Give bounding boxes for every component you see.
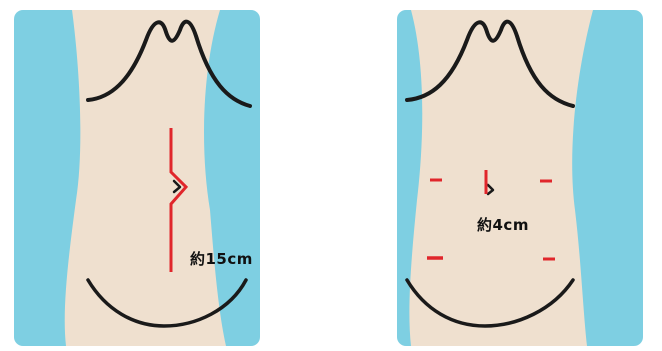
torso-skin [409, 10, 593, 346]
open-surgery-figure [14, 10, 260, 346]
incision-length-label: 約4cm [477, 214, 529, 235]
laparoscopic-panel: 約4cm [397, 10, 643, 346]
open-surgery-panel: 約15cm [14, 10, 260, 346]
torso-skin [65, 10, 226, 346]
laparoscopic-figure [397, 10, 643, 346]
incision-length-label: 約15cm [190, 248, 253, 269]
